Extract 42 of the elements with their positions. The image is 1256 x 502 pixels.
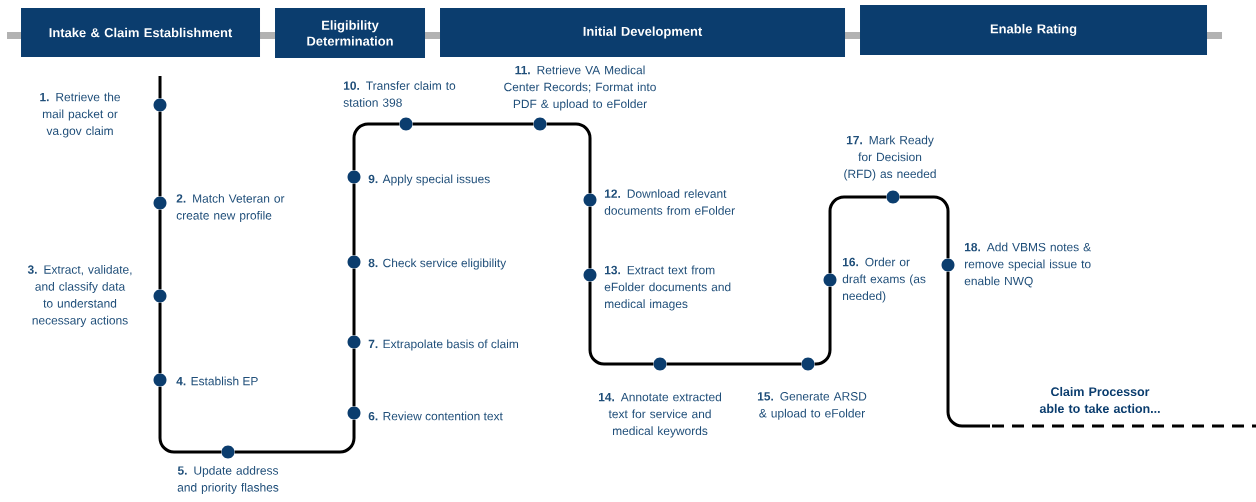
step-label: 10. Transfer claim to station 398: [343, 81, 456, 107]
track-line: [946, 271, 990, 428]
step-label: 8. Check service eligibility: [368, 258, 507, 270]
step-label: 6. Review contention text: [368, 411, 503, 421]
end-note: Claim Processor able to take action...: [1039, 386, 1160, 414]
step-label: 16. Order or draft exams (as needed): [842, 257, 926, 303]
track-line: [814, 286, 832, 366]
step-label: 1. Retrieve the mail packet or va.gov claim: [40, 92, 120, 138]
track-line: [352, 122, 400, 171]
track-line: [666, 362, 802, 366]
track-line: [352, 348, 356, 407]
step-label: 9. Apply special issues: [368, 174, 490, 186]
step-label: 3. Extract, validate, and classify data to understand necessary actions: [27, 265, 132, 327]
track-line: [158, 209, 162, 290]
step-label: 2. Match Veteran or create new profile: [176, 193, 285, 223]
step-label: 17. Mark Ready for Decision (RFD) as needed: [844, 135, 936, 181]
step-label: 15. Generate ARSD & upload to eFolder: [757, 392, 867, 420]
phase-box: Eligibility Determination: [275, 8, 425, 58]
track-line: [828, 195, 887, 274]
step-label: 11. Retrieve VA Medical Center Records; Format into PDF & upload to eFolder: [504, 65, 656, 111]
phase-box: Intake & Claim Establishment: [21, 8, 260, 57]
track-line: [588, 206, 592, 269]
phase-box: Initial Development: [440, 8, 845, 57]
phase-box: Enable Rating: [860, 5, 1207, 55]
track-line: [352, 268, 356, 336]
step-label: 7. Extrapolate basis of claim: [368, 339, 518, 351]
track-line: [899, 195, 950, 259]
step-label: 5. Update address and priority flashes: [177, 465, 279, 495]
step-label: 12. Download relevant documents from eFolder: [604, 189, 735, 215]
track-line: [158, 76, 162, 99]
step-label: 4. Establish EP: [176, 376, 258, 386]
track-line: [352, 183, 356, 256]
track-line: [412, 122, 534, 126]
step-label: 18. Add VBMS notes & remove special issue to enable NWQ: [964, 242, 1091, 288]
track-line: [546, 122, 592, 194]
track-line: [234, 419, 356, 454]
track-line: [158, 386, 222, 454]
track-line: [158, 302, 162, 374]
step-label: 13. Extract text from eFolder documents and medical images: [604, 265, 731, 311]
step-label: 14. Annotate extracted text for service and medical keywords: [598, 392, 722, 438]
track-line: [588, 281, 654, 366]
track-line: [158, 111, 162, 197]
